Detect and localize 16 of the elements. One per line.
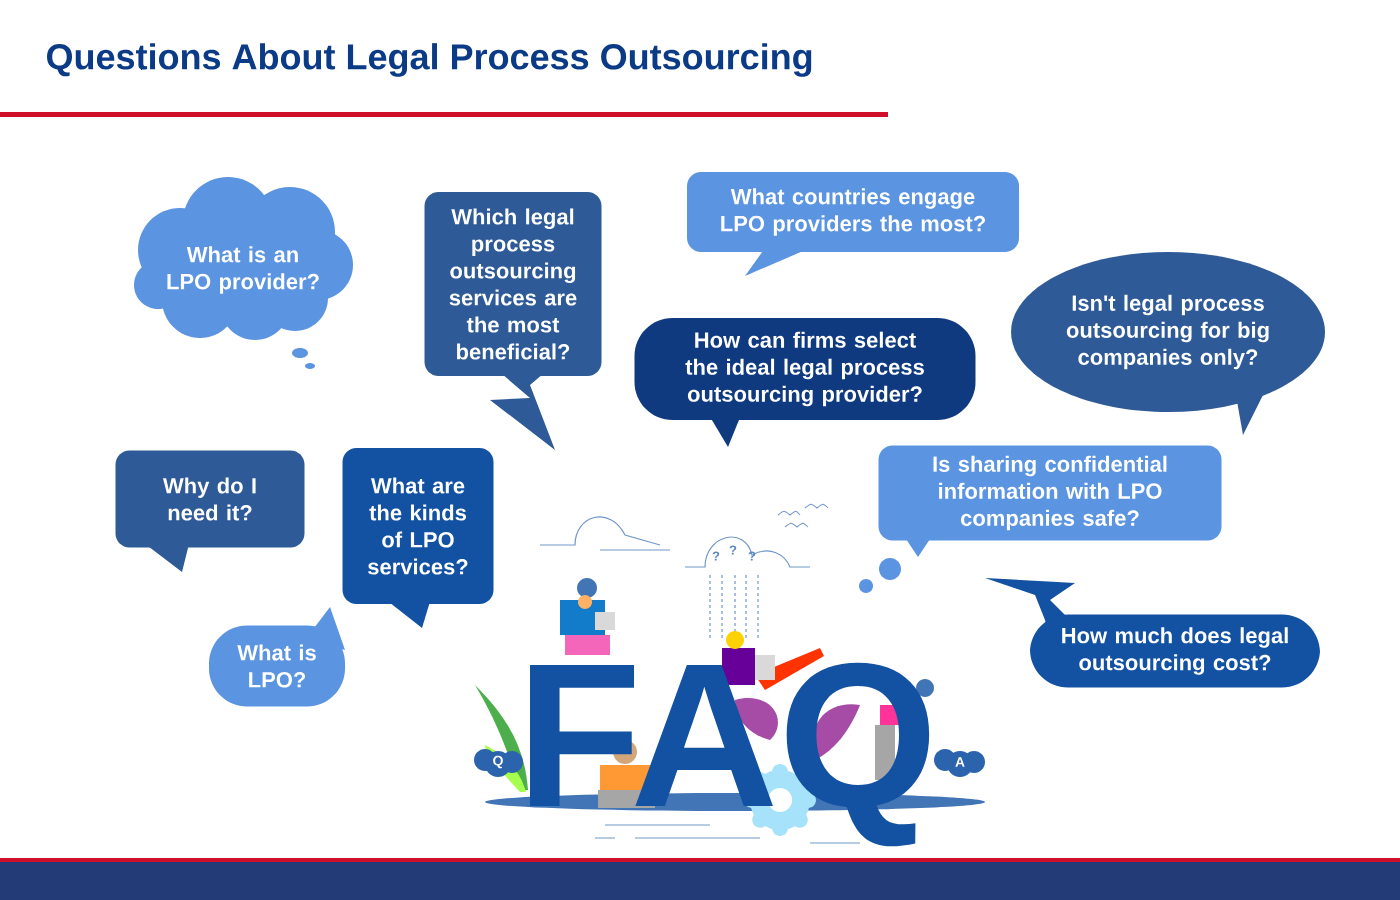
question-mark: ?	[712, 551, 720, 561]
speech-bubble: How much does legal outsourcing cost?	[985, 578, 1320, 688]
speech-bubble: Why do I need it?	[115, 450, 305, 572]
speech-bubble: What countries engage LPO providers the most?	[687, 172, 1019, 276]
title: Questions About Legal Process Outsourcing	[47, 43, 812, 77]
cloud-letter: A	[955, 757, 965, 767]
speech-bubble: Which legal process outsourcing services are the most beneficial?	[424, 192, 602, 450]
speech-bubble: What are the kinds of LPO services?	[342, 448, 494, 628]
speech-bubble: Isn't legal process outsourcing for big companies only?	[1011, 252, 1325, 435]
question-mark: ?	[729, 545, 737, 555]
speech-bubble: How can firms select the ideal legal process outsourcing provider?	[634, 318, 976, 447]
question-mark: ?	[748, 551, 756, 561]
speech-bubble: What is LPO?	[209, 607, 345, 707]
cloud-letter: Q	[493, 755, 503, 769]
thought-cloud: What is an LPO provider?	[134, 177, 353, 369]
speech-bubble: Is sharing confidential information with LPO companies safe?	[859, 445, 1222, 593]
